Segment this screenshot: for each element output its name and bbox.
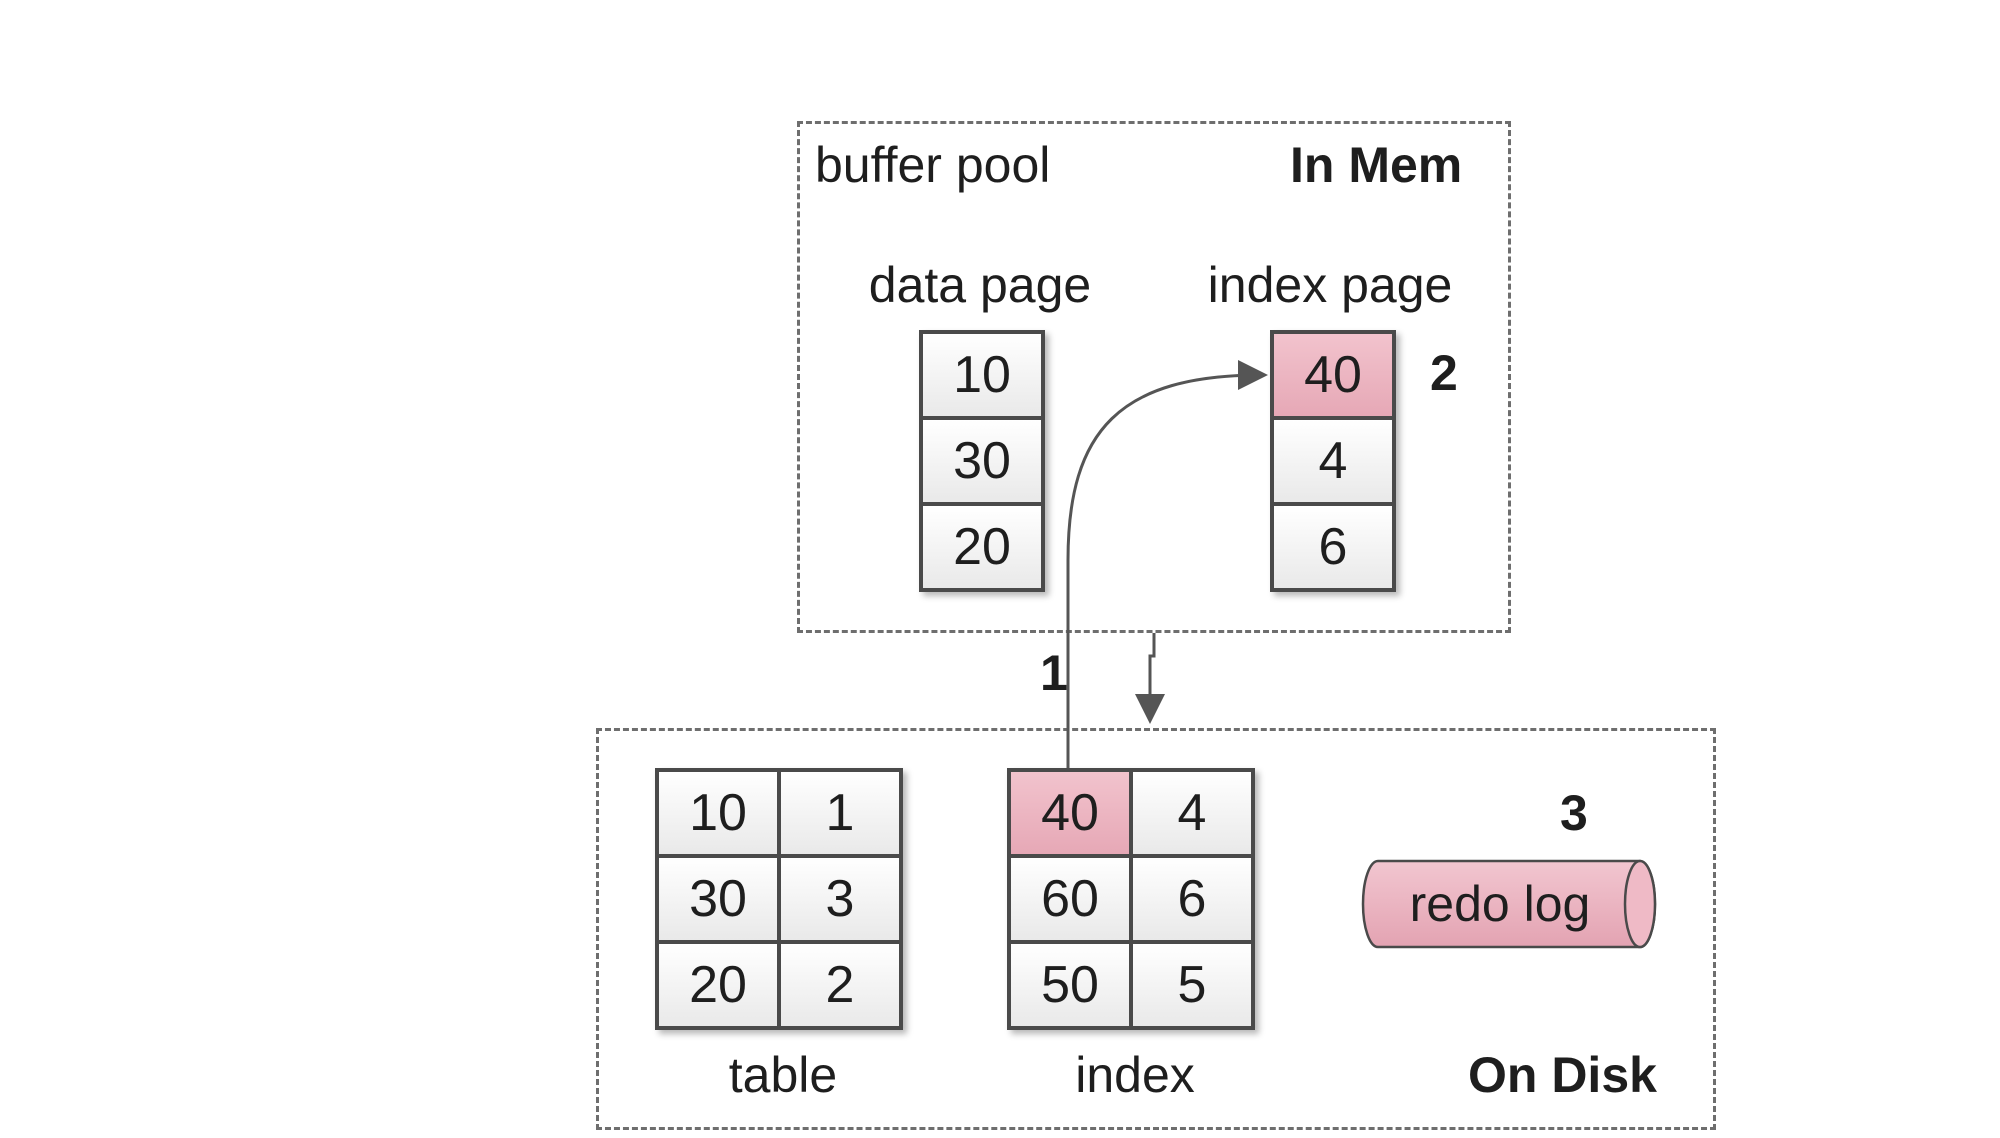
index-page-grid: 40 4 6 [1270,330,1396,592]
index-cell: 6 [1131,856,1253,942]
step-1-marker: 1 [1040,645,1068,701]
index-page-cell-highlighted: 40 [1272,332,1394,418]
step-3-marker: 3 [1560,785,1588,841]
table-cell: 2 [779,942,901,1028]
data-page-cell: 20 [921,504,1043,590]
table-label: table [728,1047,838,1103]
on-disk-region [596,728,1716,1130]
index-cell: 50 [1009,942,1131,1028]
redo-log-label: redo log [1409,876,1591,932]
cylinder-icon [1361,859,1657,949]
table-cell: 1 [779,770,901,856]
index-cell: 5 [1131,942,1253,1028]
data-page-cell: 10 [921,332,1043,418]
data-page-cell: 30 [921,418,1043,504]
in-mem-label: In Mem [1290,137,1463,193]
on-disk-label: On Disk [1468,1047,1657,1103]
in-memory-region [797,121,1511,633]
flush-to-disk-arrow [1135,633,1165,724]
table-cell: 30 [657,856,779,942]
table-cell: 20 [657,942,779,1028]
data-page-label: data page [868,257,1092,313]
index-page-label: index page [1207,257,1453,313]
table-cell: 10 [657,770,779,856]
index-page-cell: 4 [1272,418,1394,504]
redo-log-cylinder: redo log [1360,858,1658,950]
index-cell: 60 [1009,856,1131,942]
write-to-buffer-arrow [1066,360,1268,768]
index-cell: 4 [1131,770,1253,856]
index-page-cell: 6 [1272,504,1394,590]
index-cell-highlighted: 40 [1009,770,1131,856]
step-2-marker: 2 [1430,345,1458,401]
data-page-grid: 10 30 20 [919,330,1045,592]
index-label: index [1075,1047,1195,1103]
table-cell: 3 [779,856,901,942]
table-grid: 10 1 30 3 20 2 [655,768,903,1030]
buffer-pool-label: buffer pool [815,137,1051,193]
index-grid: 40 4 60 6 50 5 [1007,768,1255,1030]
